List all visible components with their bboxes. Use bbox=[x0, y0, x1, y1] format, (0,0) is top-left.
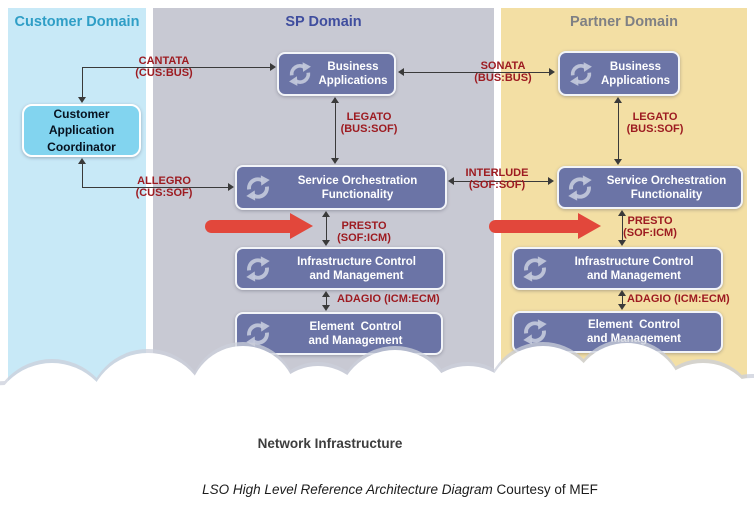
box-label-line: Application bbox=[48, 123, 115, 138]
sp-element-control-box: Element Control and Management bbox=[235, 312, 443, 355]
sync-icon bbox=[565, 60, 597, 88]
box-label-line: Element Control bbox=[309, 320, 402, 333]
arrowhead-up-icon bbox=[78, 158, 86, 164]
sync-icon bbox=[284, 60, 316, 88]
box-label-line: and Management bbox=[587, 269, 681, 282]
sonata-label: SONATA (BUS:BUS) bbox=[474, 60, 532, 84]
arrowhead-right-icon bbox=[270, 63, 276, 71]
box-label-line: Functionality bbox=[321, 188, 394, 201]
sync-icon bbox=[519, 254, 551, 284]
customer-domain-header: Customer Domain bbox=[14, 14, 140, 30]
arrowhead-down-icon bbox=[331, 158, 339, 164]
box-label-line: Applications bbox=[318, 75, 388, 87]
partner-business-applications-box: Business Applications bbox=[558, 51, 680, 96]
arrowhead-down-icon bbox=[614, 159, 622, 165]
sync-icon bbox=[242, 173, 274, 203]
arrowhead-up-icon bbox=[614, 97, 622, 103]
sp-infrastructure-control-box: Infrastructure Control and Management bbox=[235, 247, 445, 290]
partner-domain-header: Partner Domain bbox=[570, 14, 678, 30]
partner-presto-highlight-arrowhead-icon bbox=[578, 213, 601, 239]
arrowhead-right-icon bbox=[548, 177, 554, 185]
box-label-line: Element Control bbox=[587, 319, 680, 331]
sp-adagio-connector bbox=[326, 293, 327, 309]
arrowhead-down-icon bbox=[322, 240, 330, 246]
box-label-line: Functionality bbox=[630, 188, 703, 201]
caption-italic-text: LSO High Level Reference Architecture Di… bbox=[202, 482, 493, 497]
sonata-connector bbox=[402, 72, 552, 73]
sp-presto-connector bbox=[326, 213, 327, 244]
caption-regular-text: Courtesy of MEF bbox=[492, 482, 598, 497]
arrowhead-right-icon bbox=[228, 183, 234, 191]
partner-legato-label: LEGATO (BUS:SOF) bbox=[626, 111, 684, 135]
box-label-line: Customer bbox=[53, 106, 110, 121]
arrowhead-down-icon bbox=[78, 97, 86, 103]
arrowhead-left-icon bbox=[448, 177, 454, 185]
sync-icon bbox=[242, 254, 274, 284]
sp-business-applications-box: Business Applications bbox=[277, 52, 396, 96]
box-label-line: Business bbox=[327, 61, 379, 73]
partner-legato-connector bbox=[618, 99, 619, 163]
arrowhead-up-icon bbox=[618, 290, 626, 296]
customer-application-coordinator-box: Customer Application Coordinator bbox=[22, 104, 141, 157]
sp-domain-header: SP Domain bbox=[285, 14, 362, 30]
sp-service-orchestration-functionality-box: Service Orchestration Functionality bbox=[235, 165, 447, 210]
box-label-line: Coordinator bbox=[47, 139, 116, 154]
partner-presto-connector bbox=[622, 212, 623, 244]
arrowhead-down-icon bbox=[322, 305, 330, 311]
partner-infrastructure-control-box: Infrastructure Control and Management bbox=[512, 247, 723, 290]
arrowhead-left-icon bbox=[398, 68, 404, 76]
arrowhead-up-icon bbox=[618, 210, 626, 216]
sp-legato-connector bbox=[335, 98, 336, 160]
allegro-connector-horizontal bbox=[82, 187, 229, 188]
cantata-connector-horizontal bbox=[82, 67, 270, 68]
partner-presto-label: PRESTO (SOF:ICM) bbox=[623, 215, 677, 239]
interlude-label: INTERLUDE (SOF:SOF) bbox=[465, 167, 529, 191]
partner-presto-highlight-arrow bbox=[489, 220, 578, 233]
arrowhead-down-icon bbox=[618, 240, 626, 246]
box-label-line: Infrastructure Control bbox=[574, 255, 694, 268]
partner-adagio-connector bbox=[622, 292, 623, 308]
cantata-connector-vertical bbox=[82, 67, 83, 99]
box-label-line: Business bbox=[609, 60, 662, 73]
partner-adagio-label: ADAGIO (ICM:ECM) bbox=[627, 293, 730, 305]
box-label-line: Applications bbox=[600, 74, 670, 87]
box-label-line: and Management bbox=[309, 269, 404, 282]
box-label-line: Infrastructure Control bbox=[297, 255, 416, 268]
arrowhead-up-icon bbox=[331, 97, 339, 103]
box-label-line: Service Orchestration bbox=[297, 174, 418, 187]
sync-icon bbox=[242, 319, 274, 349]
sp-presto-label: PRESTO (SOF:ICM) bbox=[337, 220, 391, 244]
customer-domain-band: Customer Domain bbox=[8, 8, 146, 430]
box-label-line: Service Orchestration bbox=[606, 174, 727, 187]
arrowhead-up-icon bbox=[322, 211, 330, 217]
allegro-connector-vertical bbox=[82, 160, 83, 187]
partner-service-orchestration-functionality-box: Service Orchestration Functionality bbox=[557, 166, 743, 209]
sp-legato-label: LEGATO (BUS:SOF) bbox=[340, 111, 398, 135]
diagram-caption: LSO High Level Reference Architecture Di… bbox=[50, 482, 750, 497]
sync-icon bbox=[519, 317, 551, 347]
interlude-connector bbox=[452, 181, 552, 182]
arrowhead-down-icon bbox=[618, 304, 626, 310]
network-cloud bbox=[0, 339, 754, 506]
sp-adagio-label: ADAGIO (ICM:ECM) bbox=[337, 293, 440, 305]
cantata-label: CANTATA (CUS:BUS) bbox=[135, 55, 193, 79]
box-label-line: and Management bbox=[308, 334, 403, 347]
sp-presto-highlight-arrow bbox=[205, 220, 290, 233]
arrowhead-up-icon bbox=[322, 291, 330, 297]
sp-presto-highlight-arrowhead-icon bbox=[290, 213, 313, 239]
network-infrastructure-label: Network Infrastructure bbox=[257, 436, 403, 451]
allegro-label: ALLEGRO (CUS:SOF) bbox=[135, 175, 193, 199]
sync-icon bbox=[564, 173, 596, 203]
arrowhead-right-icon bbox=[549, 68, 555, 76]
